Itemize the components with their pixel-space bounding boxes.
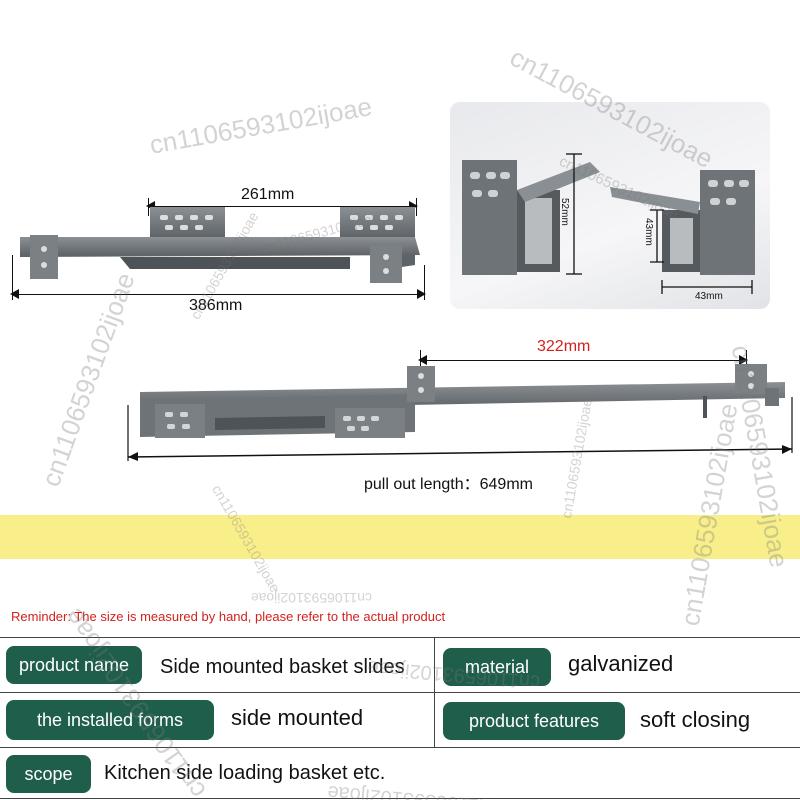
width-dim-label: 43mm [695, 291, 723, 302]
reminder-text: Reminder: The size is measured by hand, … [11, 609, 446, 624]
product-features-label: product features [443, 702, 625, 740]
outer-dimension-label: 386mm [189, 297, 243, 314]
material-label: material [443, 648, 551, 686]
installed-forms-value: side mounted [231, 705, 364, 730]
inner-dimension-label: 261mm [241, 186, 295, 203]
material-value: galvanized [568, 651, 674, 676]
watermark: cn1106593102ijoae [147, 91, 375, 160]
inner-dim-label: 43mm [643, 218, 654, 246]
closed-slide-illustration [20, 207, 420, 283]
scope-label: scope [6, 755, 91, 793]
height-dim-label: 52mm [559, 198, 570, 226]
extension-dimension-label: 322mm [537, 338, 591, 355]
pull-out-dimension-line [127, 397, 793, 461]
product-name-label: product name [6, 646, 142, 684]
highlight-band [0, 515, 800, 559]
watermark: cn1106593102ijoae [250, 590, 372, 606]
product-features-value: soft closing [640, 707, 751, 732]
cross-section-illustration [462, 153, 755, 294]
scope-value: Kitchen side loading basket etc. [104, 762, 386, 784]
extension-dimension-line [418, 355, 748, 365]
extended-slide-illustration [140, 364, 785, 438]
outer-dimension-line [10, 289, 426, 299]
pull-out-length-label: pull out length：649mm [364, 476, 533, 493]
cross-section-photo: 52mm 43mm 43mm [450, 102, 770, 309]
product-name-value: Side mounted basket slides [160, 656, 405, 678]
installed-forms-label: the installed forms [6, 700, 214, 740]
inner-dimension-line [146, 201, 418, 211]
